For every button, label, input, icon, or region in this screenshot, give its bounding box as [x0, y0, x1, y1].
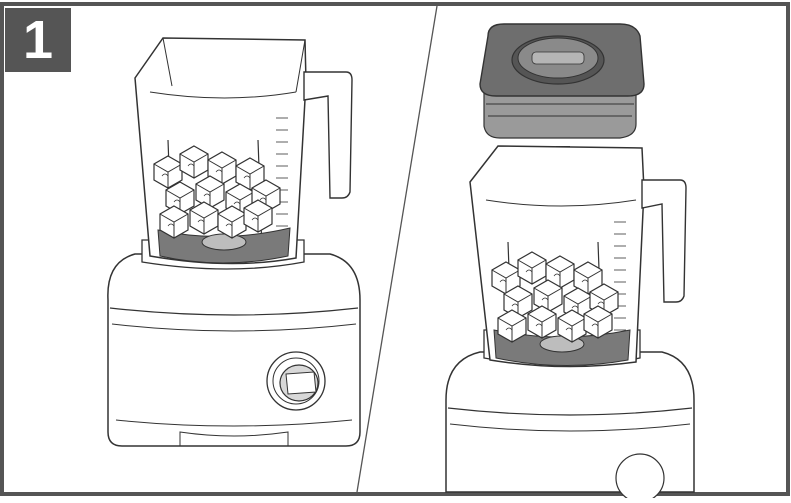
- pitcher-lid: [479, 23, 645, 139]
- right-blender: [445, 23, 695, 503]
- step-number-badge: 1: [5, 8, 71, 72]
- control-knob: [266, 351, 326, 411]
- left-blender: [107, 37, 361, 447]
- panel-divider: [356, 5, 438, 493]
